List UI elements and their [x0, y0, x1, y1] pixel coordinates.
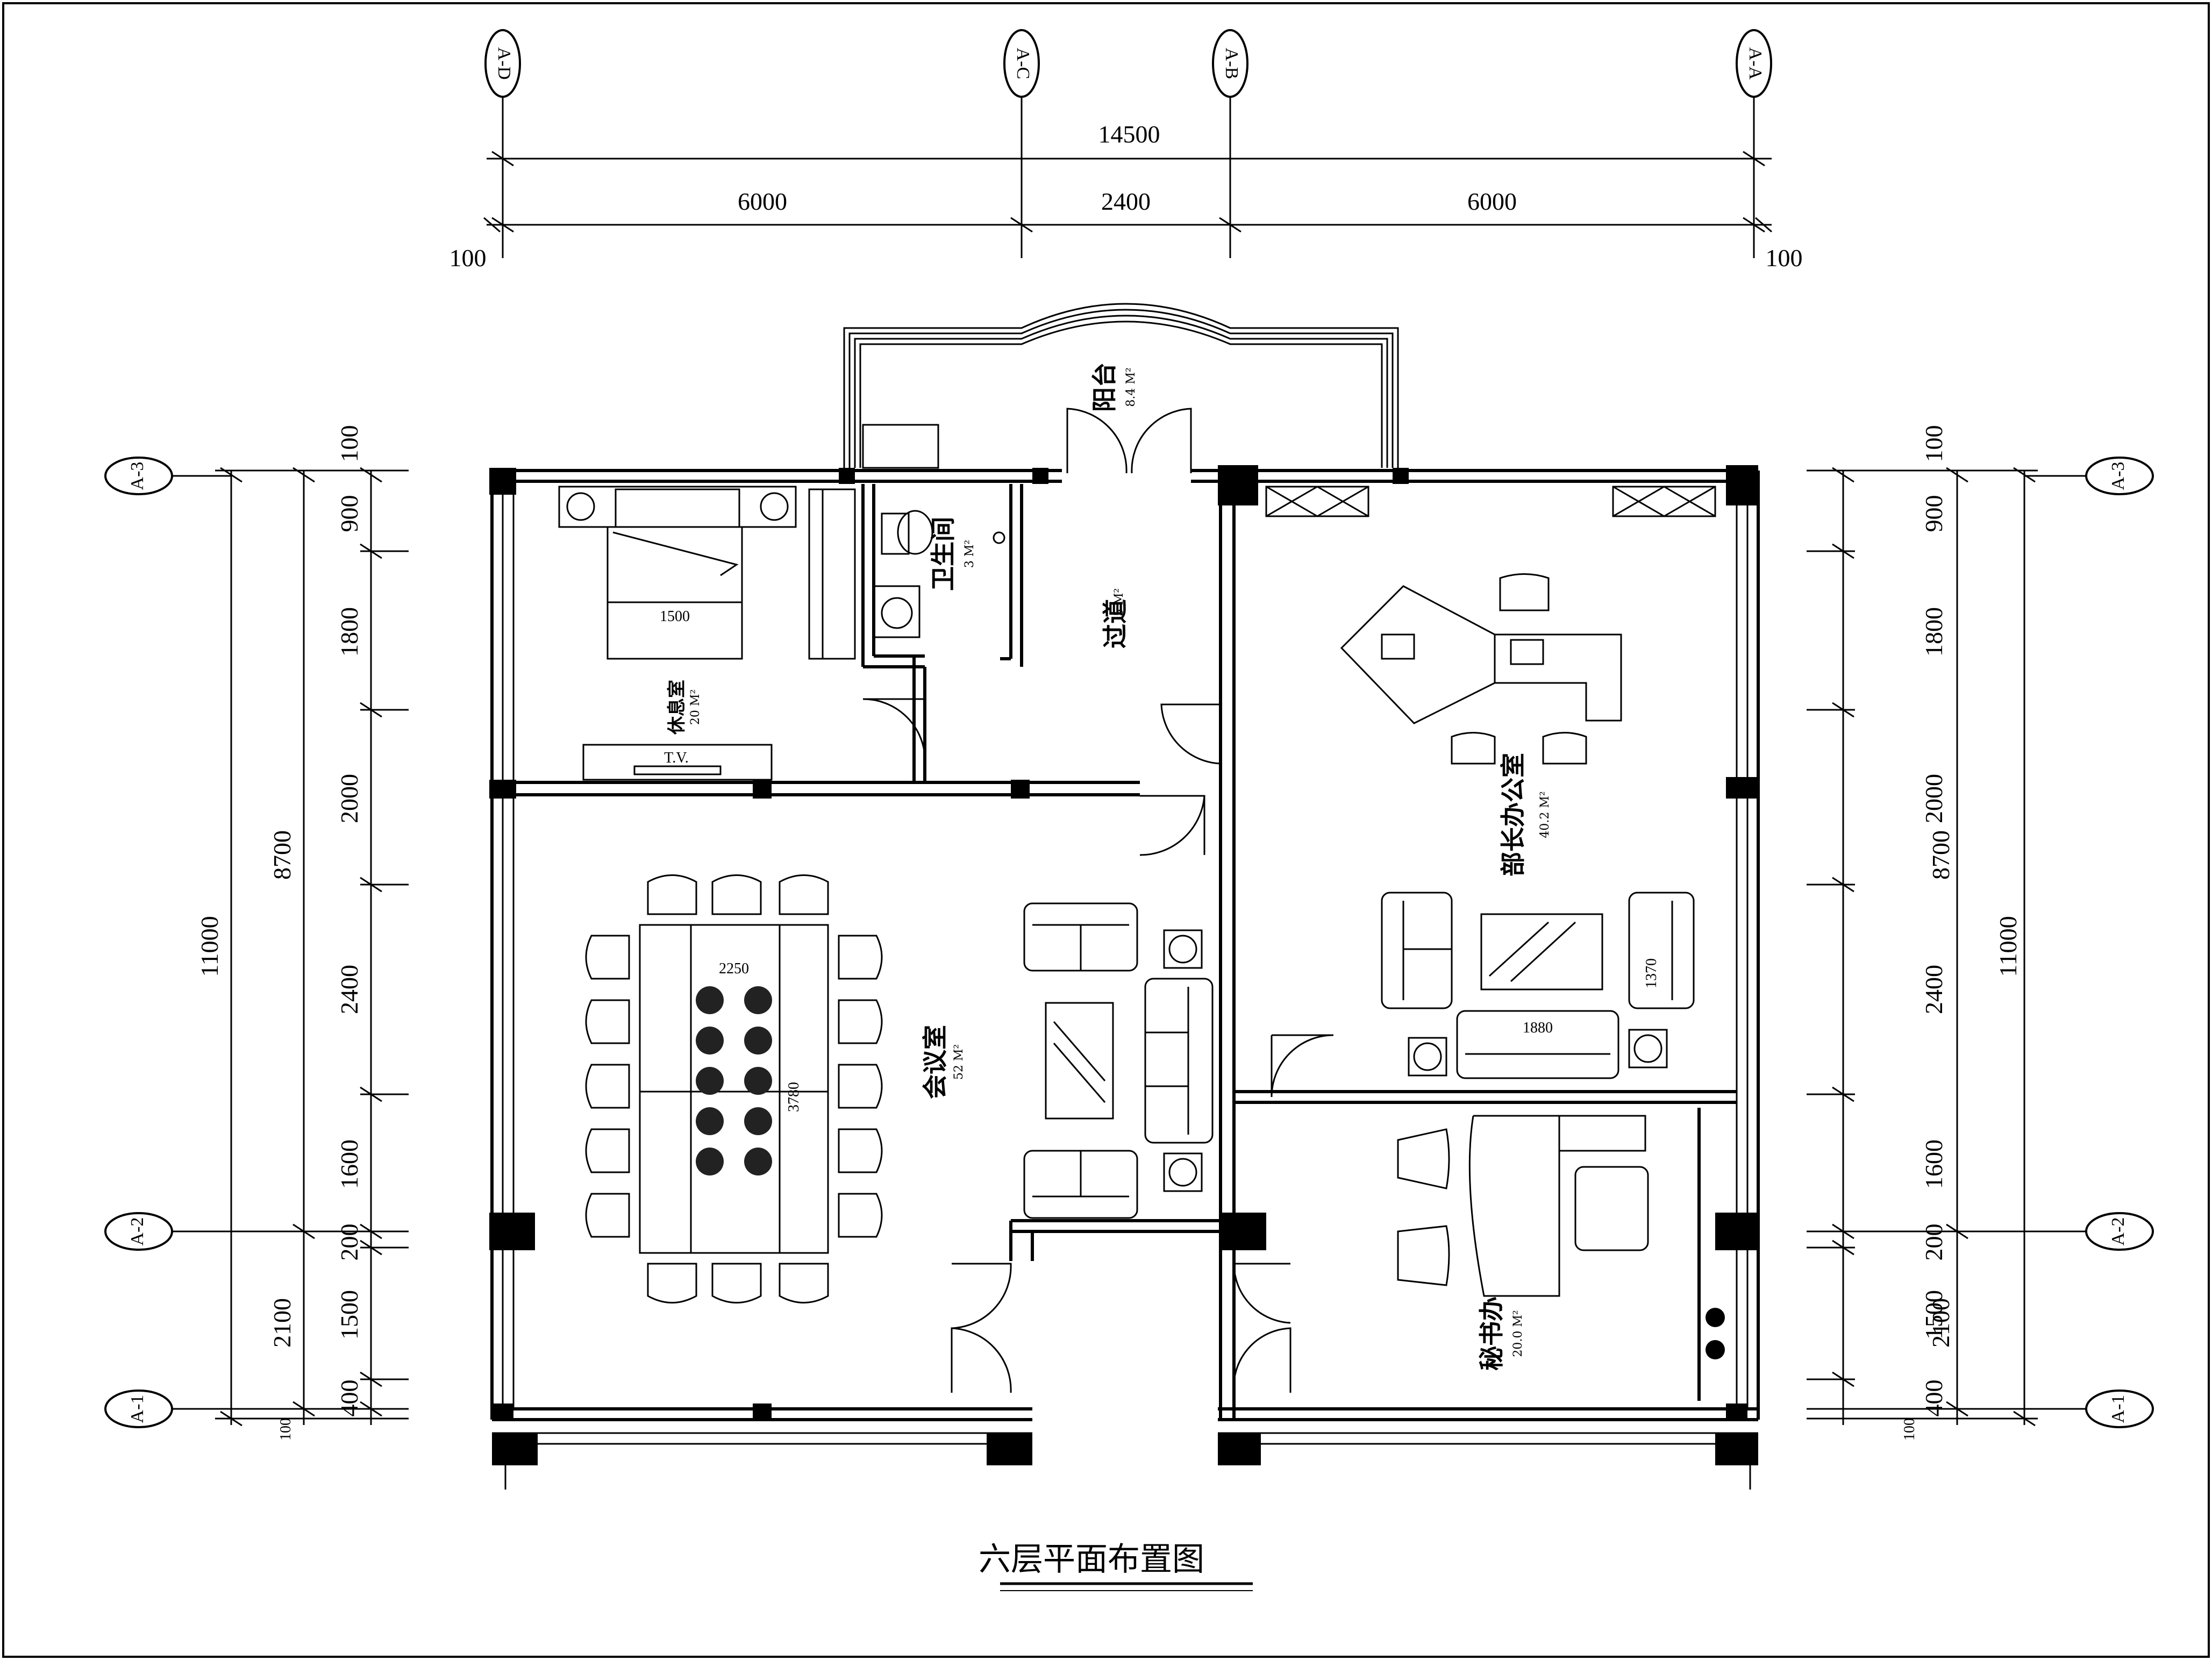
axis-bubble-top-3: A-B [1212, 29, 1248, 98]
dim-left-span: 2400 [336, 965, 363, 1014]
room-area-secretary: 20.0 M² [1511, 1310, 1525, 1357]
dim-right-span: 1500 [1920, 1290, 1947, 1340]
axis-label: A-2 [2108, 1217, 2128, 1246]
axis-label: A-D [494, 47, 514, 80]
axis-label: A-A [1745, 47, 1765, 80]
axis-label: A-2 [127, 1217, 147, 1246]
toilet-fixtures [862, 424, 1005, 638]
dim-right-span: 200 [1920, 1224, 1947, 1261]
axis-label: A-C [1013, 48, 1033, 80]
dim-left-sub: 8700 [268, 830, 296, 880]
secretary-desk [1397, 1115, 1649, 1297]
dim-left-span: 1600 [336, 1139, 363, 1189]
right-dim-lines [1807, 467, 2086, 1427]
sofa-side-label: 1370 [1643, 958, 1660, 988]
top-axes [483, 97, 1772, 258]
dim-right-span: 900 [1920, 495, 1947, 532]
axis-bubble-left-3: A-1 [104, 1390, 173, 1428]
room-name-toilet: 卫生间 [929, 517, 958, 591]
balcony-railing [843, 303, 1399, 468]
doors [862, 408, 1334, 1393]
dim-top-edge-left: 100 [449, 244, 487, 272]
minister-sofas [1381, 892, 1695, 1079]
room-area-meeting: 52 M² [952, 1044, 966, 1080]
sofa-length-label: 1880 [1523, 1020, 1553, 1036]
dim-right-sub2: 2100 [1927, 1298, 1954, 1348]
room-name-minister: 部长办公室 [1499, 753, 1528, 877]
drawing-title: 六层平面布置图 [979, 1541, 1204, 1578]
dim-left-sub2: 2100 [268, 1298, 296, 1348]
minister-desk [1340, 573, 1622, 765]
left-dim-lines [172, 467, 409, 1427]
dim-top-span-2: 2400 [1101, 188, 1151, 215]
conference-chairs [585, 874, 883, 1303]
axis-label: A-1 [2108, 1395, 2128, 1423]
axis-label: A-B [1222, 48, 1241, 80]
axis-label: A-3 [127, 462, 147, 490]
dim-left-small: 100 [277, 1418, 294, 1441]
dim-right-span: 1800 [1920, 607, 1947, 657]
room-area-bedroom: 20 M² [689, 689, 702, 725]
bed-width-label: 1500 [660, 608, 690, 625]
dim-right-span: 2400 [1920, 965, 1947, 1014]
room-area-corridor: 5 M² [1112, 588, 1126, 616]
meeting-sofas [1023, 902, 1214, 1219]
room-name-meeting: 会议室 [921, 1025, 950, 1099]
room-name-balcony: 阳台 [1090, 362, 1119, 412]
tv-cabinet [582, 744, 773, 781]
dim-right-span: 1600 [1920, 1139, 1947, 1189]
dim-left-span: 200 [336, 1224, 363, 1261]
conference-table [639, 924, 829, 1254]
tv-label: T.V. [664, 750, 689, 766]
wardrobe [808, 488, 856, 660]
room-name-corridor: 过道 [1101, 599, 1130, 649]
secretary-plants [1706, 1308, 1725, 1359]
dim-top-span-3: 6000 [1467, 188, 1517, 215]
room-area-balcony: 8.4 M² [1124, 367, 1138, 407]
room-name-bedroom: 休息室 [666, 680, 688, 735]
dim-left-span: 1500 [336, 1290, 363, 1340]
dim-left-span: 400 [336, 1380, 363, 1417]
axis-label: A-1 [127, 1395, 147, 1423]
dim-top-total: 14500 [1098, 120, 1160, 148]
table-length-label: 3780 [786, 1082, 802, 1112]
dim-left-span: 900 [336, 495, 363, 532]
window-frames [492, 481, 1758, 1490]
bed [558, 486, 797, 660]
axis-bubble-right-1: A-3 [2085, 457, 2154, 495]
room-area-toilet: 3 M² [963, 540, 976, 568]
axis-bubble-top-4: A-A [1736, 29, 1772, 98]
dim-left-total: 11000 [196, 916, 223, 977]
interior-walls [513, 484, 1737, 1420]
table-width-label: 2250 [719, 960, 749, 977]
dim-top-span-1: 6000 [738, 188, 787, 215]
axis-bubble-right-2: A-2 [2085, 1212, 2154, 1251]
dim-left-span: 1800 [336, 607, 363, 657]
dim-left-span: 2000 [336, 774, 363, 823]
axis-label: A-3 [2108, 462, 2128, 490]
dim-right-small: 100 [1901, 1418, 1918, 1441]
axis-bubble-top-1: A-D [484, 29, 521, 98]
dim-right-span: 400 [1920, 1380, 1947, 1417]
table-plants [696, 986, 772, 1175]
dim-top-edge-right: 100 [1766, 244, 1803, 272]
dim-right-span: 2000 [1920, 774, 1947, 823]
axis-bubble-right-3: A-1 [2085, 1390, 2154, 1428]
dim-right-total: 11000 [1994, 916, 2022, 977]
axis-bubble-left-1: A-3 [104, 457, 173, 495]
room-name-secretary: 秘书办 [1477, 1296, 1506, 1371]
dim-right-sub: 8700 [1927, 830, 1954, 880]
axis-bubble-left-2: A-2 [104, 1212, 173, 1251]
axis-bubble-top-2: A-C [1003, 29, 1040, 98]
top-windows [1265, 486, 1716, 517]
dim-left-span: 100 [336, 425, 363, 462]
dim-right-span: 100 [1920, 425, 1947, 462]
room-area-minister: 40.2 M² [1538, 791, 1552, 838]
